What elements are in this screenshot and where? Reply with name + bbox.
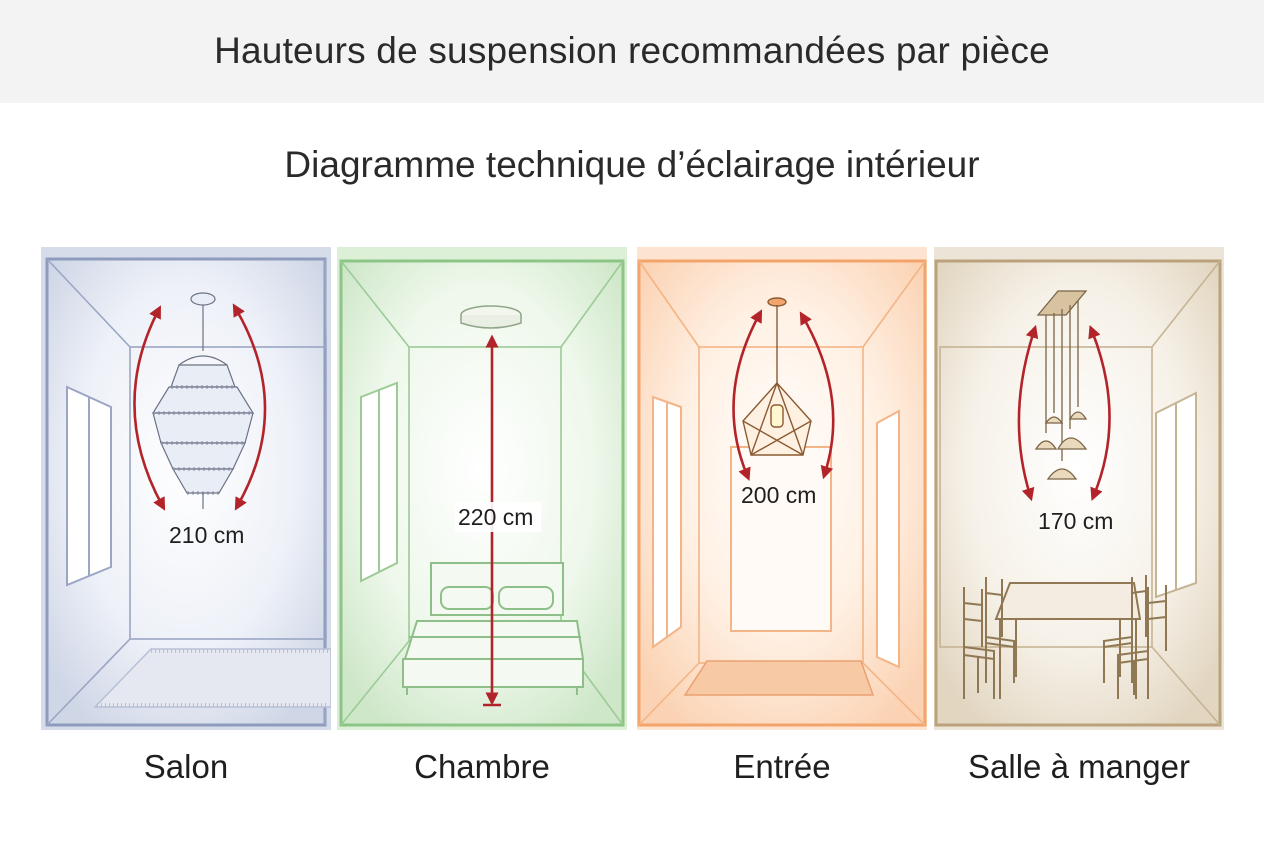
height-label: 220 cm	[458, 504, 533, 530]
dining-table-icon	[994, 582, 1142, 699]
room-label-entree: Entrée	[733, 748, 831, 785]
height-arrow	[455, 334, 541, 707]
ceiling-light-icon	[460, 305, 522, 329]
multi-pendant-icon	[1034, 290, 1088, 480]
window-icon	[360, 381, 398, 583]
diagram-subtitle: Diagramme technique d’éclairage intérieu…	[284, 144, 980, 185]
room-perspective	[46, 258, 327, 726]
height-arrows	[732, 309, 835, 482]
doormat-icon	[683, 660, 875, 696]
side-panel-right	[876, 409, 900, 669]
room-label-chambre: Chambre	[414, 748, 550, 785]
room-panel-salle-a-manger: 170 cm	[934, 247, 1224, 730]
window-icon	[66, 385, 112, 587]
height-label: 200 cm	[741, 482, 816, 508]
header-band	[0, 0, 1264, 103]
height-label: 170 cm	[1038, 508, 1113, 534]
room-label-salon: Salon	[143, 748, 229, 785]
page-title: Hauteurs de suspension recommandées par …	[214, 30, 1050, 71]
room-panel-chambre: 220 cm	[337, 247, 627, 730]
height-label: 210 cm	[169, 522, 244, 548]
window-icon	[1155, 391, 1197, 599]
height-arrows	[133, 303, 267, 511]
height-arrows	[1017, 324, 1111, 502]
side-panel-left	[652, 395, 682, 649]
room-panel-salon: 210 cm	[41, 247, 331, 730]
room-label-salle-a-manger: Salle à manger	[968, 748, 1190, 785]
room-panel-entree: 200 cm	[637, 247, 927, 730]
chairs-icon	[963, 575, 1167, 699]
rug-icon	[93, 648, 331, 708]
